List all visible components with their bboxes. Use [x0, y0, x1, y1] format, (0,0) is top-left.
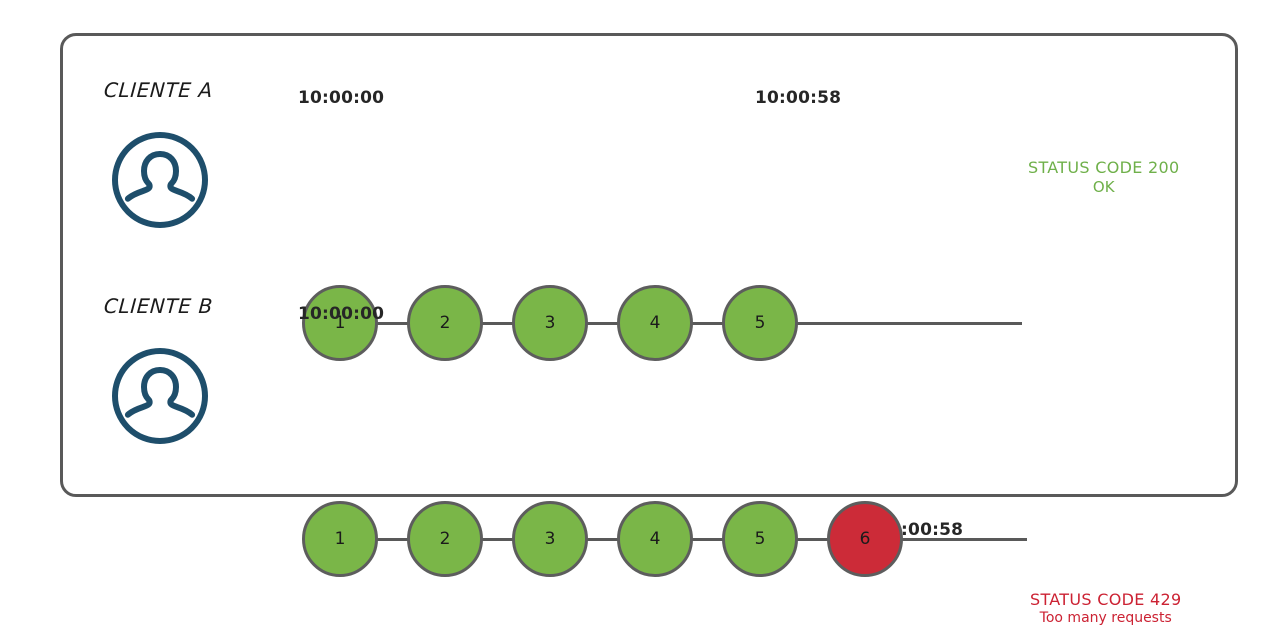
request-node-b-6[interactable]: 6: [827, 501, 903, 577]
status-code-line: STATUS CODE 200: [1028, 158, 1180, 177]
connector-a-2: [479, 322, 527, 325]
request-node-b-4[interactable]: 4: [617, 501, 693, 577]
request-node-label: 4: [649, 313, 661, 333]
request-node-label: 5: [754, 313, 766, 333]
connector-a-status: [794, 322, 1022, 325]
request-node-label: 3: [544, 529, 556, 549]
status-message-line: OK: [1092, 178, 1115, 196]
request-node-a-4[interactable]: 4: [617, 285, 693, 361]
request-node-label: 5: [754, 529, 766, 549]
request-node-a-1[interactable]: 1: [302, 285, 378, 361]
diagram-canvas: CLIENTE A 10:00:00 10:00:58 1 2 3: [60, 33, 1238, 626]
request-node-label: 1: [334, 529, 346, 549]
request-node-b-3[interactable]: 3: [512, 501, 588, 577]
connector-a-4: [689, 322, 737, 325]
status-code-line: STATUS CODE 429: [1030, 590, 1182, 609]
status-badge-b: STATUS CODE 429 Too many requests: [1030, 590, 1181, 628]
request-node-a-2[interactable]: 2: [407, 285, 483, 361]
request-node-b-2[interactable]: 2: [407, 501, 483, 577]
connector-a-3: [584, 322, 632, 325]
request-node-label: 6: [859, 529, 871, 549]
request-node-label: 2: [439, 529, 451, 549]
user-avatar-icon: [110, 130, 210, 230]
request-node-label: 2: [439, 313, 451, 333]
user-avatar-icon: [110, 346, 210, 446]
request-node-label: 4: [649, 529, 661, 549]
status-message-line: Too many requests: [1039, 610, 1172, 626]
client-label-a: CLIENTE A: [103, 78, 214, 102]
request-node-a-3[interactable]: 3: [512, 285, 588, 361]
request-node-label: 1: [334, 313, 346, 333]
request-node-a-5[interactable]: 5: [722, 285, 798, 361]
client-label-b: CLIENTE B: [103, 294, 214, 318]
timestamp-end-a: 10:00:58: [755, 88, 842, 108]
request-node-b-5[interactable]: 5: [722, 501, 798, 577]
status-badge-a: STATUS CODE 200 OK: [1028, 158, 1179, 197]
connector-a-1: [374, 322, 422, 325]
timestamp-start-a: 10:00:00: [298, 88, 385, 108]
diagram-frame: [60, 33, 1238, 497]
timestamp-start-b: 10:00:00: [298, 304, 385, 324]
request-node-b-1[interactable]: 1: [302, 501, 378, 577]
request-node-label: 3: [544, 313, 556, 333]
